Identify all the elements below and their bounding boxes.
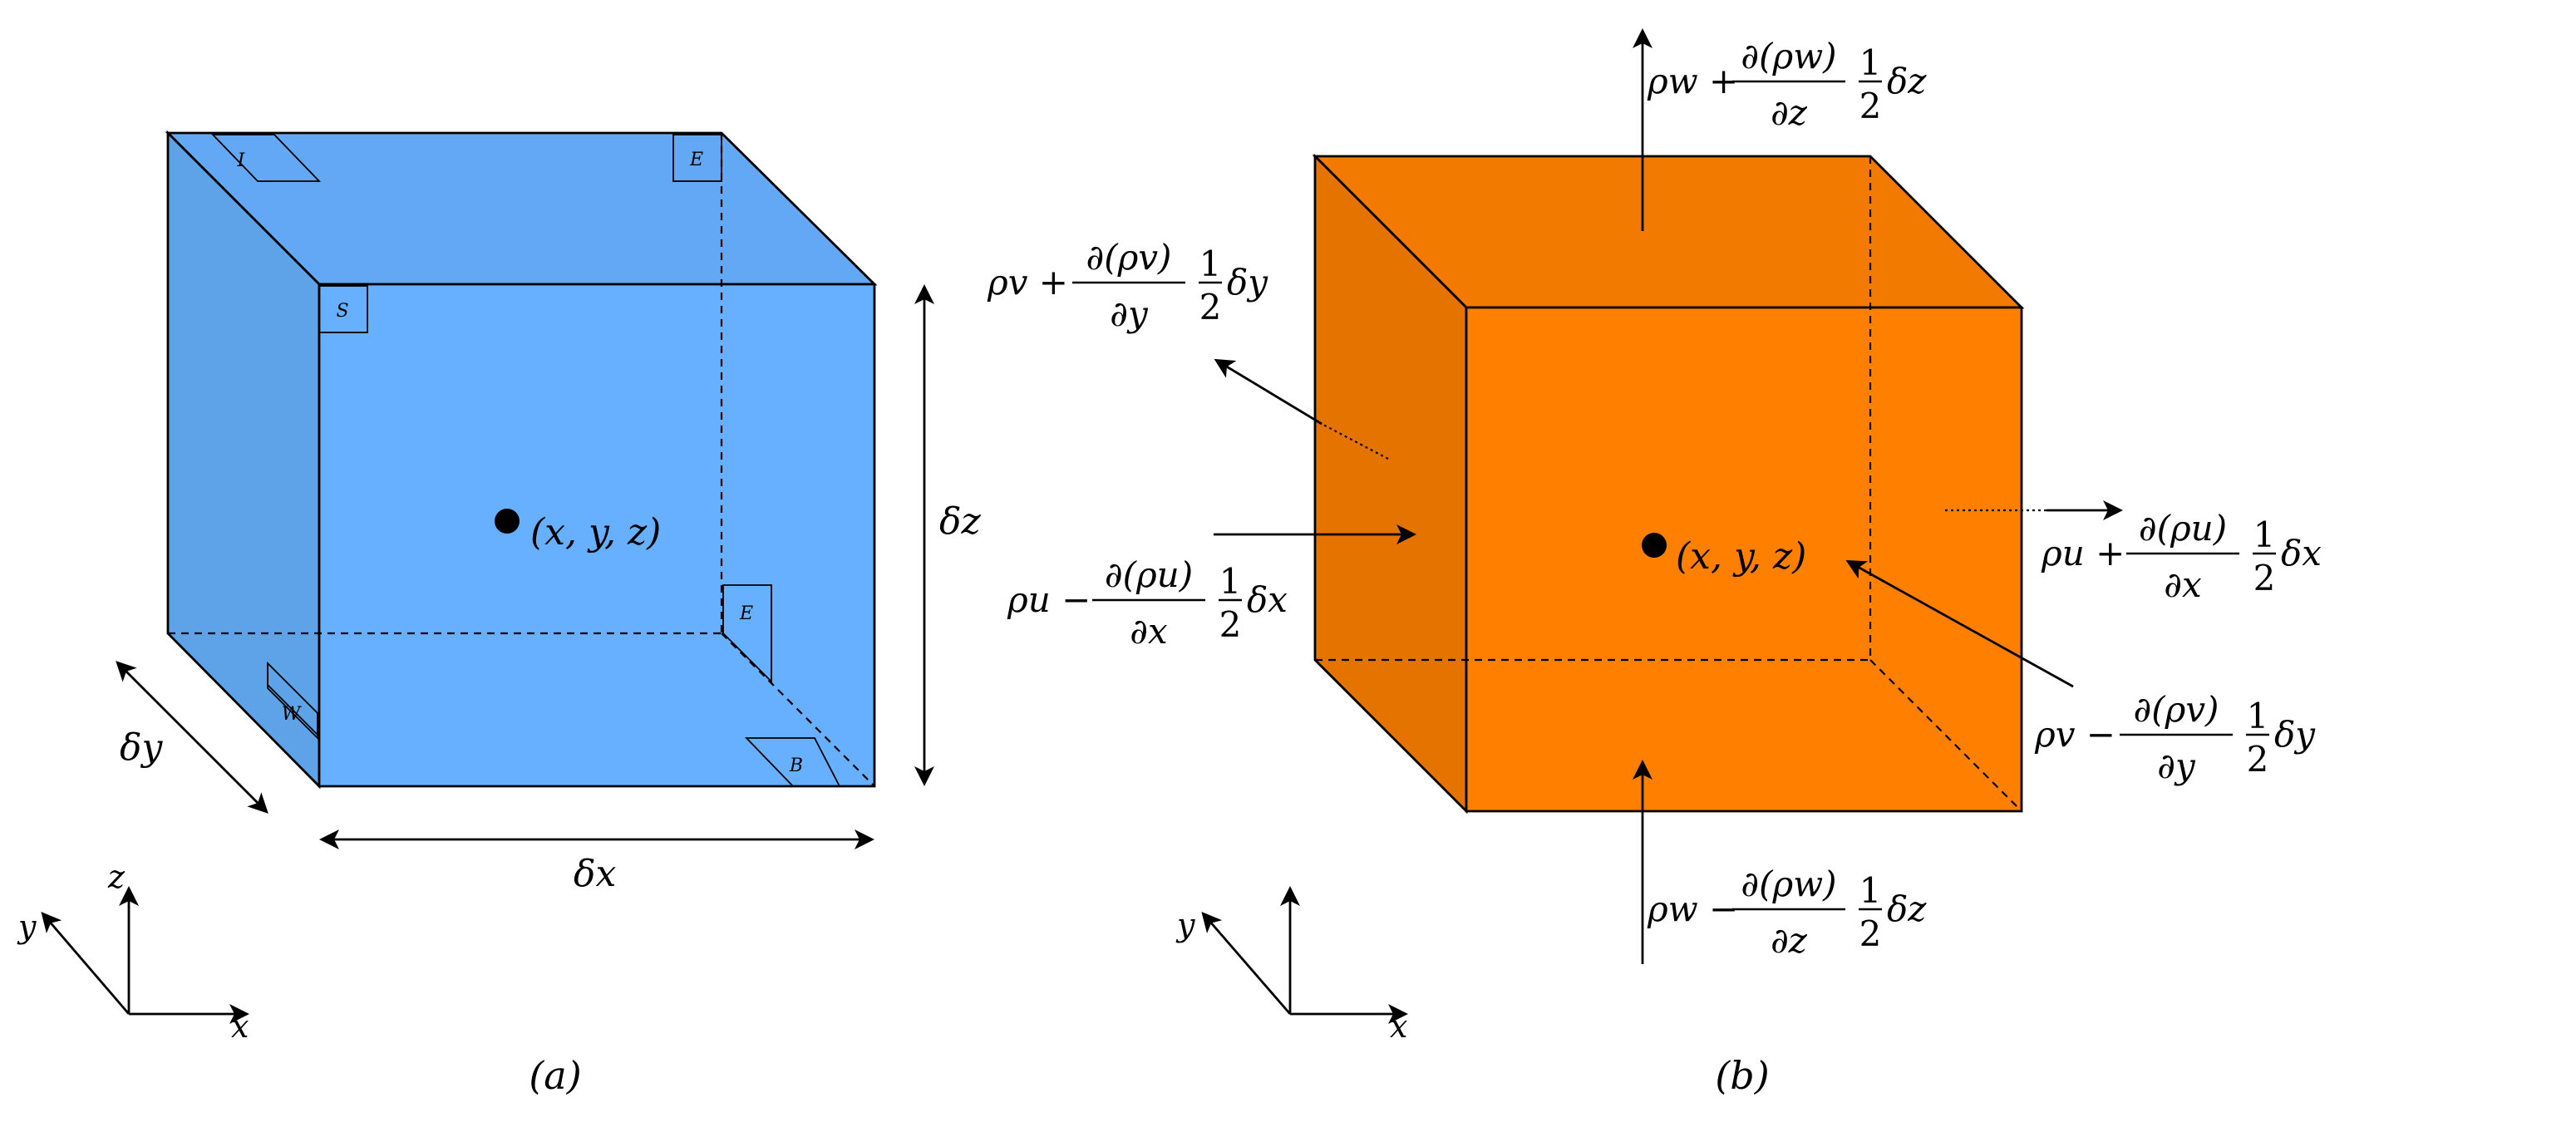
svg-text:I: I	[237, 150, 246, 171]
svg-text:∂y: ∂y	[1110, 293, 1149, 334]
svg-text:1: 1	[2253, 514, 2276, 555]
cube-a-hidden-edge	[721, 632, 875, 787]
axes-b: x y	[1175, 886, 1408, 1045]
svg-text:1: 1	[2247, 696, 2269, 736]
svg-text:2: 2	[2247, 739, 2269, 780]
center-point-a	[495, 509, 520, 534]
axis-y-label-a: y	[17, 908, 37, 945]
face-marker-s: S	[318, 285, 368, 333]
svg-text:∂y: ∂y	[2157, 746, 2196, 786]
svg-text:∂(ρu): ∂(ρu)	[1105, 554, 1193, 595]
flux-bottom-label: ρw − ∂(ρw) ∂z 1 2 δz	[1647, 864, 1927, 961]
face-marker-i: I	[210, 134, 322, 182]
svg-text:δx: δx	[2281, 533, 2322, 573]
flux-back-dotted	[1321, 423, 1389, 460]
panel-b: (x, y, z) ρw + ∂(ρw) ∂z 1 2 δz ρw − ∂(ρw…	[987, 28, 2322, 1098]
svg-text:2: 2	[2253, 558, 2276, 598]
svg-text:δy: δy	[2274, 714, 2316, 755]
svg-text:1: 1	[1859, 42, 1882, 83]
svg-text:B: B	[789, 755, 803, 776]
svg-text:2: 2	[1859, 86, 1882, 126]
svg-text:ρu +: ρu +	[2041, 533, 2125, 573]
svg-text:ρu −: ρu −	[1007, 579, 1091, 620]
svg-text:δz: δz	[1887, 61, 1927, 101]
svg-text:2: 2	[1219, 604, 1242, 645]
dim-y-label: δy	[120, 726, 163, 769]
point-label-a: (x, y, z)	[530, 511, 661, 554]
svg-text:δx: δx	[1247, 579, 1288, 620]
svg-text:1: 1	[1219, 561, 1242, 602]
axis-x-label-b: x	[1390, 1008, 1407, 1045]
svg-text:ρw +: ρw +	[1647, 61, 1738, 101]
svg-text:∂(ρv): ∂(ρv)	[2134, 689, 2219, 730]
cube-b-hidden-edge	[1869, 659, 2022, 812]
svg-text:E: E	[739, 603, 753, 624]
flux-east-label: ρu + ∂(ρu) ∂x 1 2 δx	[2041, 508, 2322, 605]
svg-text:∂z: ∂z	[1771, 92, 1808, 133]
svg-text:∂x: ∂x	[2164, 564, 2202, 605]
svg-text:ρv +: ρv +	[987, 262, 1068, 303]
svg-text:∂(ρw): ∂(ρw)	[1741, 36, 1836, 76]
svg-text:∂(ρv): ∂(ρv)	[1086, 237, 1172, 278]
svg-text:∂(ρu): ∂(ρu)	[2139, 508, 2227, 549]
axes-a: z x y	[17, 859, 249, 1045]
svg-text:S: S	[336, 301, 348, 322]
svg-text:∂z: ∂z	[1771, 920, 1808, 961]
axis-z-label-a: z	[107, 859, 126, 895]
svg-text:1: 1	[1859, 870, 1882, 911]
dim-z-label: δz	[939, 500, 981, 543]
svg-text:∂x: ∂x	[1130, 611, 1168, 652]
flux-front-label: ρv − ∂(ρv) ∂y 1 2 δy	[2034, 689, 2316, 786]
flux-top-label: ρw + ∂(ρw) ∂z 1 2 δz	[1647, 36, 1927, 133]
svg-text:δy: δy	[1227, 262, 1268, 303]
flux-west-label: ρu − ∂(ρu) ∂x 1 2 δx	[1007, 554, 1288, 652]
svg-text:δz: δz	[1887, 888, 1927, 929]
caption-a: (a)	[529, 1053, 581, 1098]
flux-back-label: ρv + ∂(ρv) ∂y 1 2 δy	[987, 237, 1268, 334]
face-marker-e-bottom: E	[722, 584, 772, 684]
axis-y-label-b: y	[1175, 907, 1195, 943]
axis-x-label-a: x	[231, 1008, 249, 1045]
flux-back-arrow	[1214, 358, 1322, 426]
svg-text:2: 2	[1199, 287, 1222, 327]
face-marker-e-top: E	[672, 134, 722, 182]
svg-text:E: E	[689, 150, 703, 170]
point-label-b: (x, y, z)	[1676, 535, 1806, 578]
flux-front-arrow	[1845, 560, 2074, 688]
face-marker-b: B	[744, 737, 841, 787]
svg-text:∂(ρw): ∂(ρw)	[1741, 864, 1836, 904]
panel-a: I E S E W B (x, y, z) δz δ	[17, 130, 981, 1098]
svg-text:1: 1	[1199, 244, 1222, 284]
svg-text:ρv −: ρv −	[2034, 714, 2115, 755]
caption-b: (b)	[1715, 1053, 1769, 1098]
svg-text:W: W	[282, 704, 303, 725]
svg-text:ρw −: ρw −	[1647, 888, 1738, 929]
dim-x-label: δx	[574, 853, 616, 895]
dim-y-arrow	[116, 661, 268, 814]
center-point-b	[1642, 533, 1667, 558]
svg-text:2: 2	[1859, 913, 1882, 954]
